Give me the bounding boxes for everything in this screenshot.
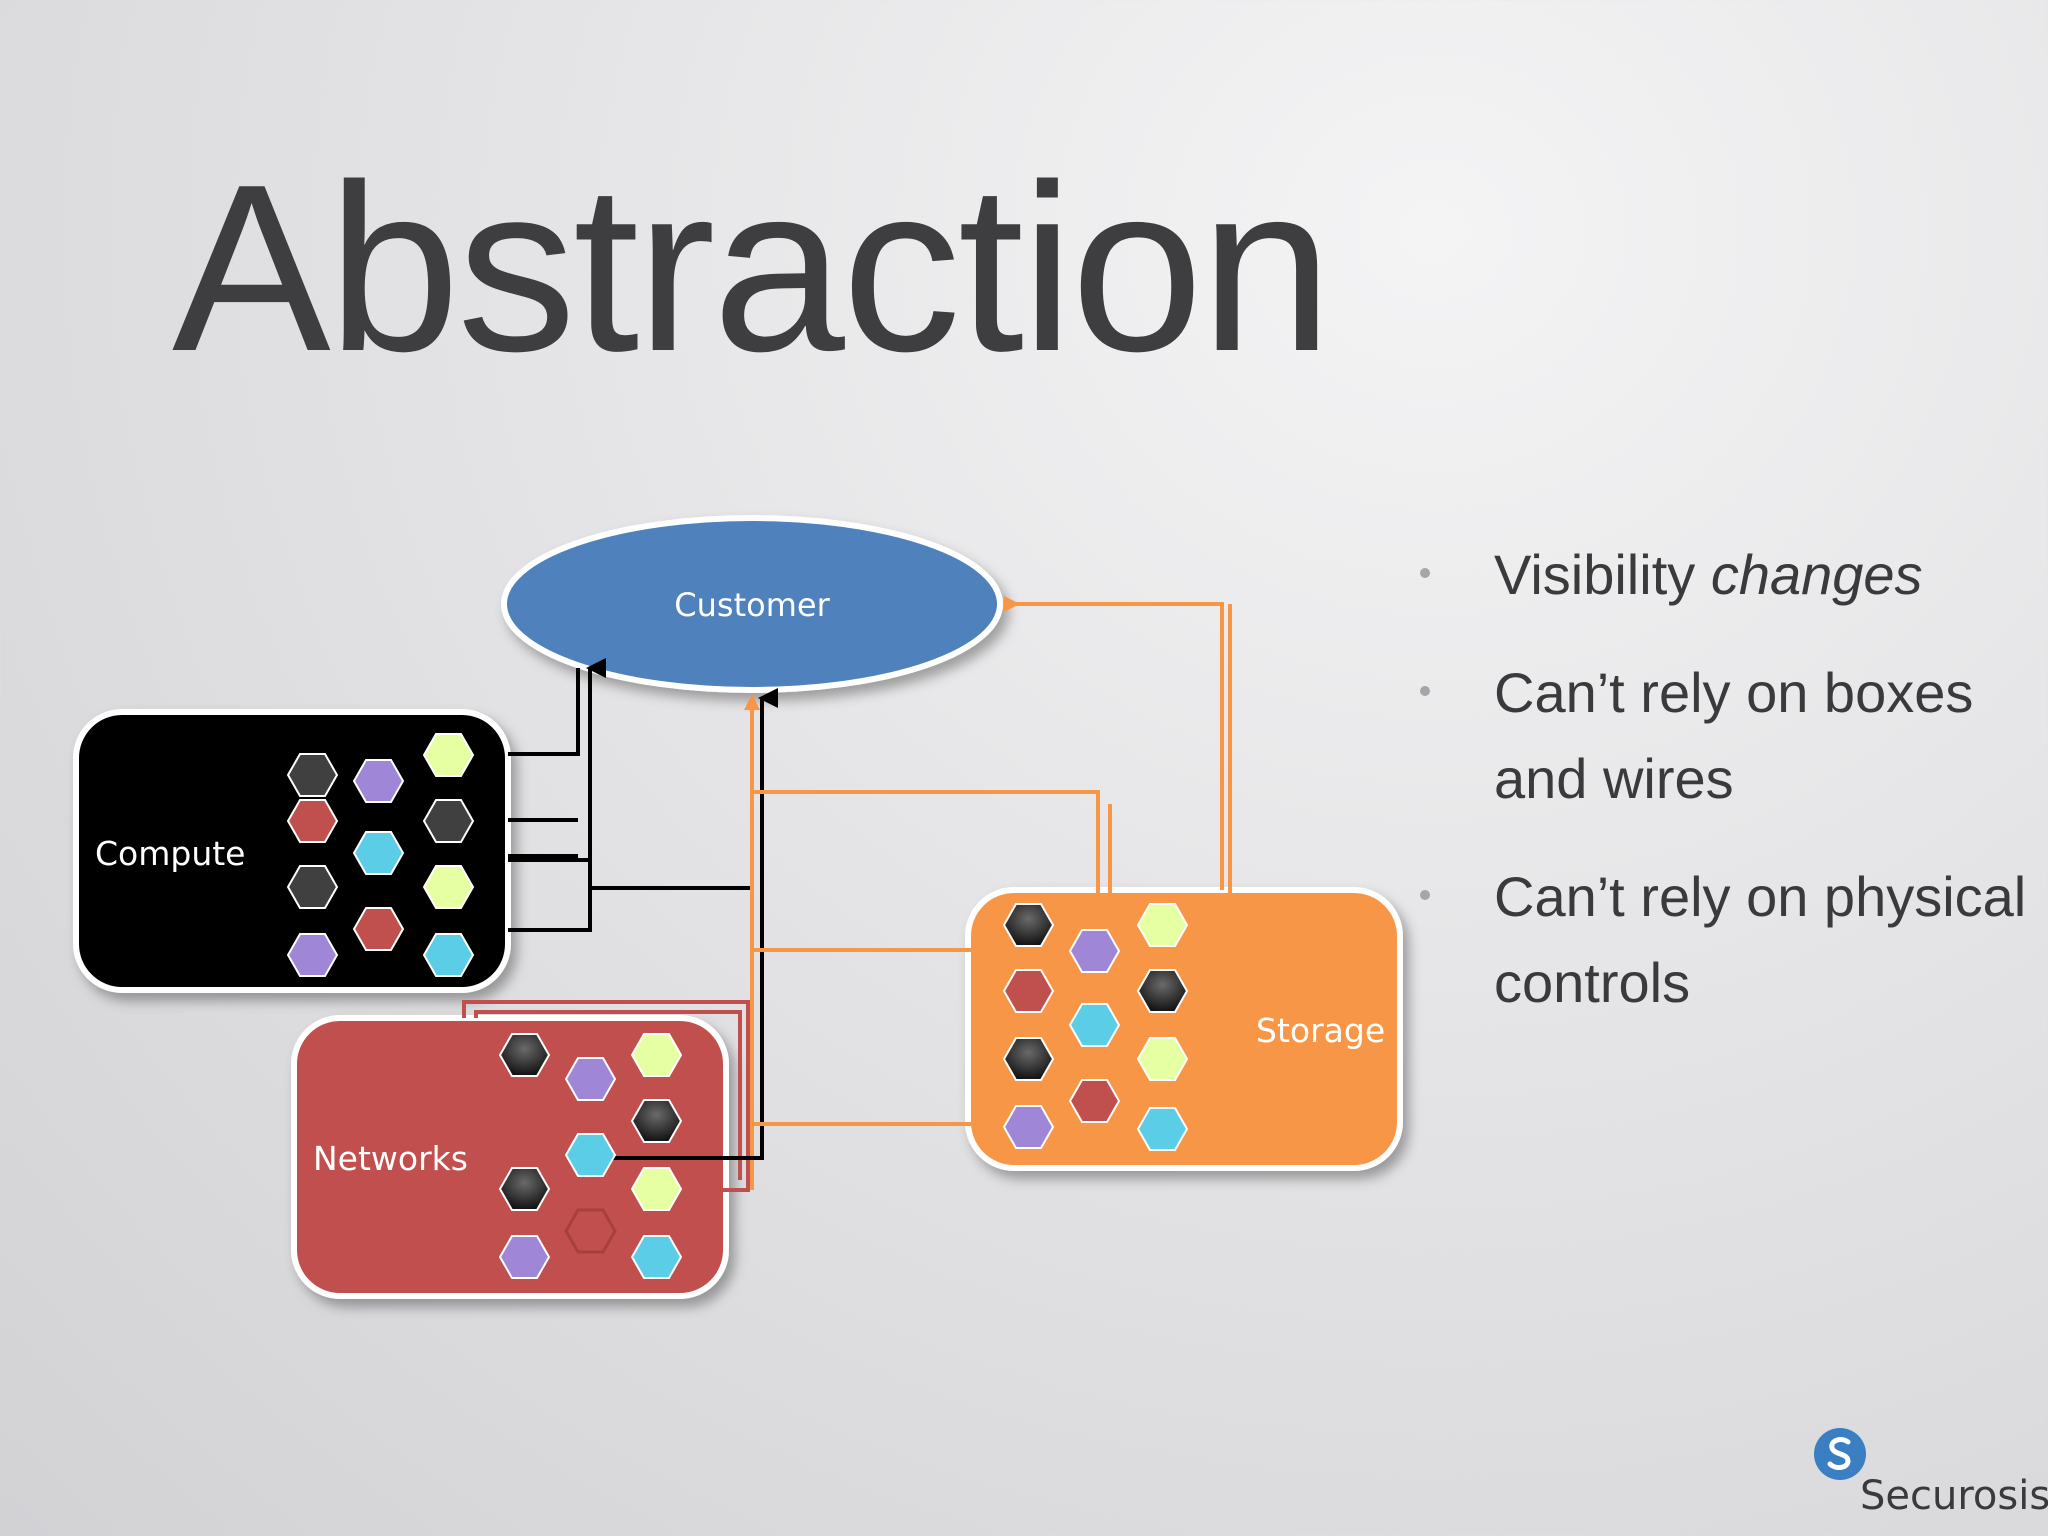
- hexagon: [564, 1133, 617, 1177]
- hexagon: [1068, 929, 1121, 973]
- bullet-emphasis: changes: [1710, 543, 1923, 606]
- hexagon: [1136, 903, 1189, 947]
- hexagon: [630, 1235, 683, 1279]
- hexagon: [498, 1033, 551, 1077]
- hexagon: [422, 933, 475, 977]
- compute-label: Compute: [95, 834, 245, 873]
- bullet-dot: [1420, 568, 1430, 578]
- securosis-logo: Securosis: [1808, 1426, 2048, 1528]
- hexagon: [630, 1167, 683, 1211]
- networks-label: Networks: [313, 1139, 468, 1178]
- hexagon: [422, 733, 475, 777]
- hexagon: [352, 759, 405, 803]
- bullet-dot: [1420, 890, 1430, 900]
- hexagon: [1136, 1037, 1189, 1081]
- hexagon: [630, 1033, 683, 1077]
- hexagon: [286, 799, 339, 843]
- hexagon: [352, 831, 405, 875]
- hexagon: [286, 865, 339, 909]
- hexagon: [1136, 1107, 1189, 1151]
- compute-connectors: [508, 658, 778, 1160]
- storage-arrowhead: [1004, 596, 1020, 612]
- bullet-text: Visibility: [1494, 543, 1711, 606]
- logo-text: Securosis: [1860, 1473, 2048, 1519]
- compute-hexagons: [286, 733, 475, 977]
- storage-label: Storage: [1256, 1011, 1385, 1050]
- customer-label: Customer: [674, 586, 830, 624]
- hexagon: [1068, 1003, 1121, 1047]
- bullet-text: Can’t rely on physical controls: [1494, 865, 2027, 1014]
- customer-node: [501, 515, 1003, 693]
- securosis-logo-icon: [1814, 1428, 1866, 1480]
- hexagon: [498, 1235, 551, 1279]
- hexagon: [564, 1057, 617, 1101]
- networks-connectors: [462, 1000, 750, 1192]
- bullet-text: Can’t rely on boxes and wires: [1494, 661, 1974, 810]
- customer-orange-arrowhead: [744, 694, 760, 710]
- bullet-item: Can’t rely on physical controls: [1400, 854, 2040, 1026]
- storage-connectors: [750, 602, 1232, 1190]
- hexagon: [630, 1099, 683, 1143]
- hexagon: [422, 865, 475, 909]
- hexagon: [352, 907, 405, 951]
- hexagon: [1002, 1105, 1055, 1149]
- bullet-item: Can’t rely on boxes and wires: [1400, 650, 2040, 822]
- hexagon: [422, 799, 475, 843]
- bullet-dot: [1420, 686, 1430, 696]
- bullet-item: Visibility changes: [1400, 532, 2040, 618]
- networks-hexagons: [498, 1033, 683, 1279]
- slide-title: Abstraction: [172, 136, 1333, 401]
- hexagon: [1002, 969, 1055, 1013]
- hexagon: [286, 753, 339, 797]
- hexagon: [498, 1098, 551, 1144]
- storage-hexagons: [1002, 903, 1189, 1151]
- hexagon: [498, 1167, 551, 1211]
- bullet-list: Visibility changes Can’t rely on boxes a…: [1400, 532, 2040, 1058]
- hexagon: [286, 933, 339, 977]
- hexagon: [1136, 969, 1189, 1013]
- hexagon: [1002, 903, 1055, 947]
- hexagon: [564, 1208, 617, 1254]
- hexagon: [1002, 1037, 1055, 1081]
- hexagon: [1068, 1079, 1121, 1123]
